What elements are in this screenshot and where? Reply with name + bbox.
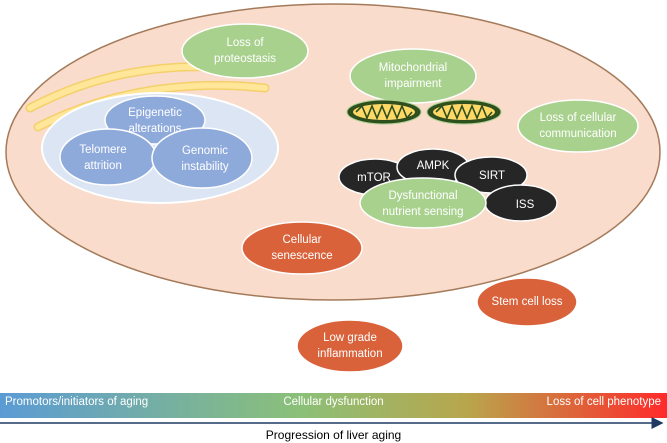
senescence-label-1: Cellular (283, 234, 322, 246)
genomic-label-1: Genomic (182, 145, 228, 157)
proteostasis-node (181, 23, 309, 79)
inflammation-label-1: Low grade (323, 332, 377, 344)
proteostasis-label-2: proteostasis (214, 53, 276, 65)
mitochondrial-label-1: Mitochondrial (379, 62, 447, 74)
sirt-label: SIRT (479, 170, 505, 182)
mitochondrial-label-2: impairment (385, 78, 443, 90)
genomic-label-2: instability (181, 161, 229, 173)
communication-label-1: Loss of cellular (540, 112, 617, 124)
telomere-label-2: attrition (84, 160, 122, 172)
bar-label-right: Loss of cell phenotype (546, 396, 661, 408)
telomere-node (59, 128, 157, 186)
epigenetic-label-2: alterations (128, 123, 181, 135)
senescence-node (241, 221, 363, 275)
senescence-label-2: senescence (271, 250, 332, 262)
iss-label: ISS (516, 199, 535, 211)
communication-node (517, 99, 639, 153)
mitochondrion-icon (426, 99, 502, 125)
epigenetic-label-1: Epigenetic (128, 107, 182, 119)
axis-label: Progression of liver aging (265, 428, 402, 442)
bar-label-middle: Cellular dysfunction (283, 396, 384, 408)
communication-label-2: communication (539, 128, 616, 140)
inflammation-node (296, 319, 404, 373)
telomere-label-1: Telomere (79, 144, 126, 156)
ampk-label: AMPK (417, 160, 450, 172)
inflammation-label-2: inflammation (317, 348, 382, 360)
nutrient-sensing-label-1: Dysfunctional (388, 190, 457, 202)
mitochondrion-icon (346, 99, 422, 125)
nutrient-sensing-label-2: nutrient sensing (382, 206, 463, 218)
stem-cell-label: Stem cell loss (492, 296, 563, 308)
proteostasis-label-1: Loss of (226, 37, 264, 49)
mitochondrial-node (349, 48, 477, 104)
stem-cell-node (476, 277, 578, 327)
cell-body (5, 3, 661, 301)
bar-label-left: Promotors/initiators of aging (5, 396, 149, 408)
genomic-node (151, 127, 253, 189)
nutrient-sensing-node (359, 177, 487, 229)
progression-gradient-bar (0, 393, 667, 418)
mtor-label: mTOR (357, 172, 391, 184)
